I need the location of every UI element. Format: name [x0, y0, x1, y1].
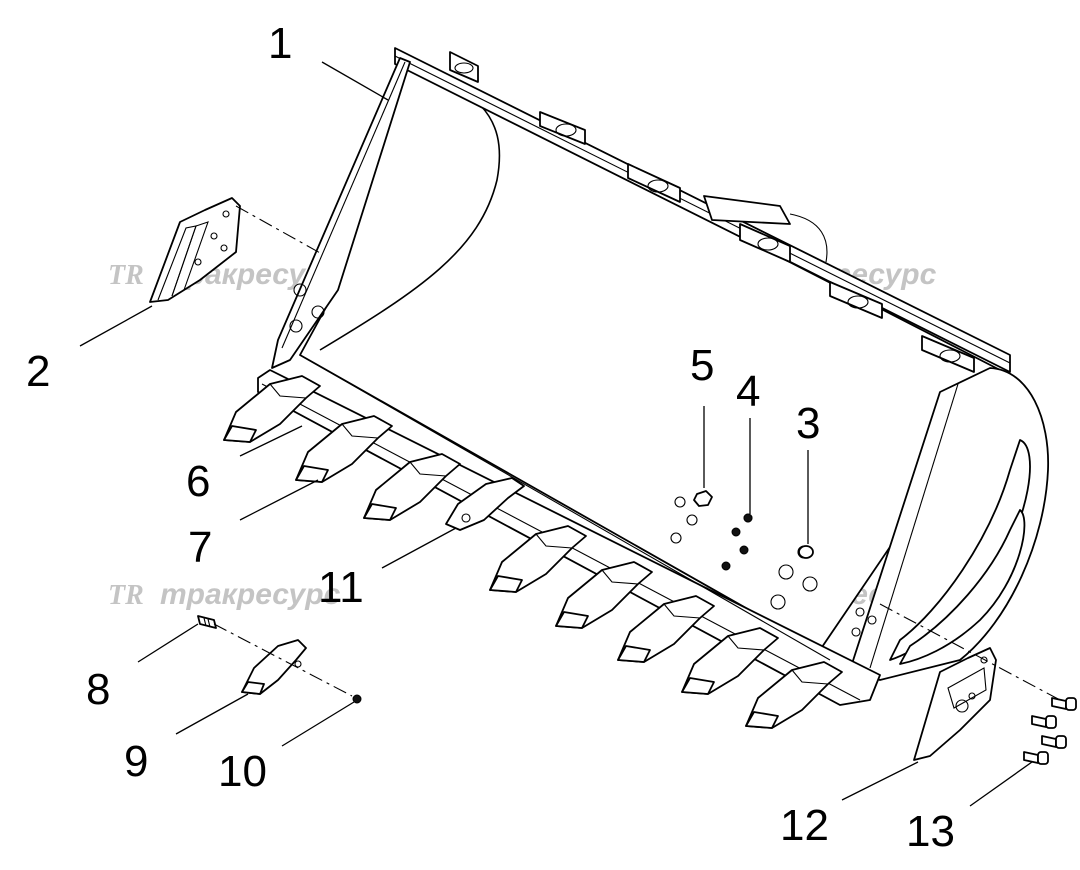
- callout-7: 7: [188, 523, 212, 572]
- side-cutter-left: [149, 197, 323, 303]
- tooth-5: [555, 561, 653, 629]
- tooth-8: [745, 661, 843, 729]
- tooth-3: [363, 453, 461, 521]
- tooth-4: [489, 525, 587, 593]
- tooth-pin: [197, 615, 217, 629]
- callout-10: 10: [218, 747, 267, 796]
- callout-8: 8: [86, 665, 110, 714]
- leader-lines: [79, 61, 1033, 807]
- callout-labels: 1 2 3 4 5 6 7 8 9 10 11 12 13: [26, 19, 955, 856]
- watermark-logo: TR: [108, 580, 144, 611]
- callout-2: 2: [26, 347, 50, 396]
- callout-12: 12: [780, 801, 829, 850]
- tooth-adapter: [445, 477, 525, 531]
- callout-6: 6: [186, 457, 210, 506]
- watermark-logo: TR: [108, 260, 144, 291]
- tooth-2: [295, 415, 393, 483]
- bucket-body: [257, 47, 1049, 706]
- callout-11: 11: [318, 563, 364, 612]
- watermark-text: тракресурс: [160, 578, 341, 611]
- tooth-exploded: [197, 615, 362, 704]
- bucket-teeth: [223, 375, 843, 729]
- tooth-7: [681, 627, 779, 695]
- tooth-retainer: [352, 694, 362, 704]
- watermark-bottom-left: TR тракресурс: [108, 578, 341, 611]
- callout-1: 1: [268, 19, 292, 68]
- callout-4: 4: [736, 367, 760, 416]
- callout-9: 9: [124, 737, 148, 786]
- tooth-6: [617, 595, 715, 663]
- tooth-1: [223, 375, 321, 443]
- callout-5: 5: [690, 341, 714, 390]
- callout-3: 3: [796, 399, 820, 448]
- fastener-stack: [693, 490, 814, 559]
- callout-13: 13: [906, 807, 955, 856]
- bolts-group: [1023, 697, 1077, 765]
- side-cutter-right: [879, 603, 1061, 761]
